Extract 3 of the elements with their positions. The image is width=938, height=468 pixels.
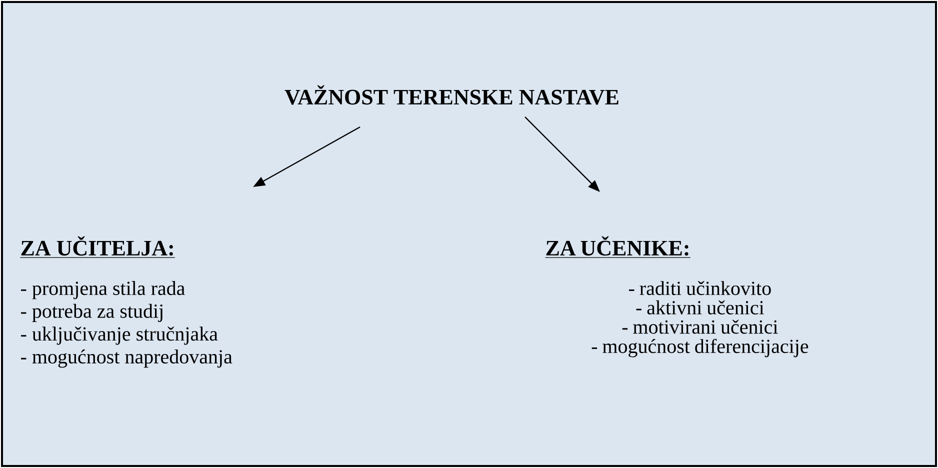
title: VAŽNOST TERENSKE NASTAVE <box>284 85 618 105</box>
list-block: ZA UČENIKE: - raditi učinkovito - aktivni učenici - motivirani učenici - mogućnost diferencijacije <box>545 236 808 358</box>
list-block: ZA UČITELJA: - promjena stila rada - potreba za studij - uključivanje stručnjaka - mogućnost napredovanja <box>20 236 232 368</box>
